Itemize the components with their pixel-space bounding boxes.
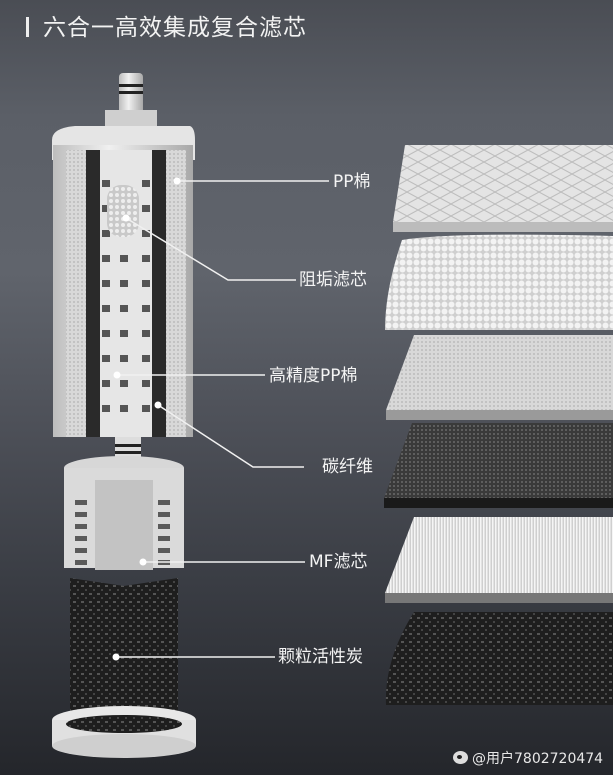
filter-layers: [384, 145, 613, 705]
label-high-precision-pp: 高精度PP棉: [269, 366, 358, 386]
callout-dots: [112, 177, 181, 661]
watermark-text: @用户7802720474: [472, 751, 604, 767]
upper-cartridge: [52, 73, 195, 459]
label-granular-activated-carbon: 颗粒活性炭: [278, 647, 363, 667]
label-mf-filter: MF滤芯: [309, 552, 368, 572]
label-pp-cotton: PP棉: [333, 172, 371, 192]
title-text: 六合一高效集成复合滤芯: [43, 15, 307, 41]
callout-lines: [116, 180, 329, 658]
weibo-icon: [453, 751, 468, 764]
label-scale-inhibitor: 阻垢滤芯: [299, 270, 367, 290]
lower-cartridge: [52, 456, 196, 758]
watermark: @用户7802720474: [453, 748, 603, 768]
label-carbon-fiber: 碳纤维: [322, 457, 373, 477]
page-title: 六合一高效集成复合滤芯: [26, 8, 307, 42]
title-accent-bar: [26, 17, 29, 37]
